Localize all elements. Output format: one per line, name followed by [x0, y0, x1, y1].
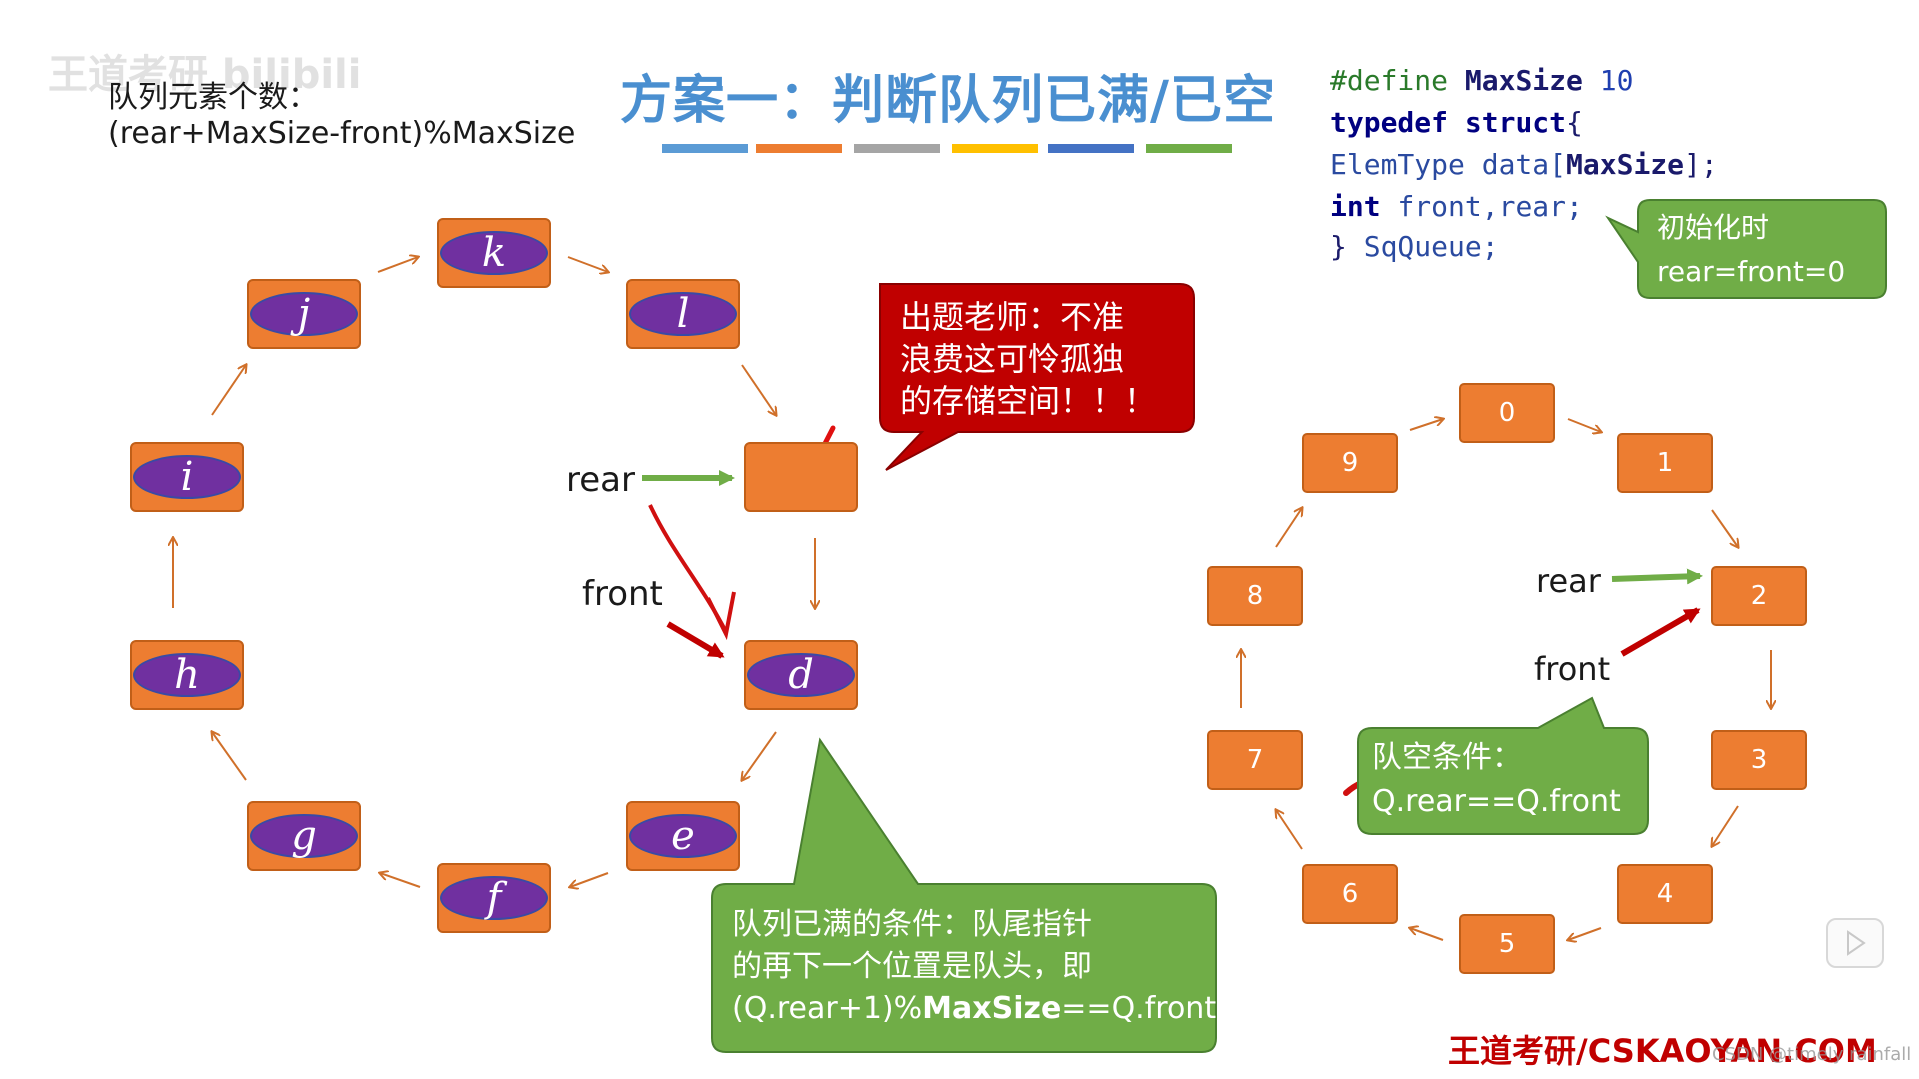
callout-red-line-2: 浪费这可怜孤独	[900, 340, 1125, 378]
right-queue-node-6: 6	[1302, 864, 1398, 924]
callout-red-line-1: 出题老师：不准	[900, 298, 1125, 336]
play-icon	[1847, 930, 1866, 956]
left-queue-element-8: i	[133, 455, 241, 499]
play-button[interactable]	[1826, 918, 1884, 968]
code-line-data: ElemType data[MaxSize];	[1330, 148, 1718, 181]
footer-credit: CSDN @timely rainfall	[1712, 1044, 1912, 1065]
code-data-size: MaxSize	[1566, 148, 1685, 181]
right-queue-node-7: 7	[1207, 730, 1303, 790]
left-queue-element-0: k	[440, 231, 548, 275]
callout-empty-line-1: 队空条件：	[1372, 740, 1522, 775]
left-front-label: front	[582, 574, 663, 614]
title-bar-1	[662, 144, 748, 153]
title-bar-3	[854, 144, 940, 153]
code-line-typedef: typedef struct{	[1330, 106, 1583, 139]
callout-init-text: 初始化时 rear=front=0	[1657, 206, 1845, 294]
callout-full-line-2: 的再下一个位置是队头，即	[732, 949, 1092, 984]
left-queue-node-0: k	[437, 218, 551, 288]
right-queue-node-8: 8	[1207, 566, 1303, 626]
callout-red-line-3: 的存储空间！！！	[900, 382, 1157, 420]
right-queue-node-2: 2	[1711, 566, 1807, 626]
callout-init-shape	[1605, 199, 1887, 299]
code-front-rear: front,rear;	[1397, 190, 1583, 223]
callout-full-expr-b: MaxSize	[922, 991, 1062, 1026]
left-front-arrow	[666, 621, 725, 659]
left-queue-node-4: e	[626, 801, 740, 871]
code-define-keyword: #define	[1330, 64, 1449, 97]
callout-full-line-1: 队列已满的条件：队尾指针	[732, 907, 1092, 942]
right-queue-node-0: 0	[1459, 383, 1555, 443]
callout-init-line-2: rear=front=0	[1657, 255, 1846, 288]
left-queue-node-7: h	[130, 640, 244, 710]
code-elemtype: ElemType	[1330, 148, 1465, 181]
right-ring-arrows	[1241, 419, 1771, 940]
callout-empty-shape	[1357, 696, 1649, 835]
left-queue-empty-slot	[746, 444, 856, 510]
right-queue-node-5: 5	[1459, 914, 1555, 974]
callout-full-line-3: (Q.rear+1)%MaxSize==Q.front	[732, 988, 1216, 1030]
left-queue-node-3: d	[744, 640, 858, 710]
title-bar-6	[1146, 144, 1232, 153]
left-queue-element-7: h	[133, 653, 241, 697]
left-queue-element-5: f	[440, 876, 548, 920]
right-rear-arrow	[1611, 568, 1703, 585]
left-queue-node-5: f	[437, 863, 551, 933]
right-queue-node-9: 9	[1302, 433, 1398, 493]
code-line-int: int front,rear;	[1330, 190, 1583, 223]
code-typedef-keyword: typedef	[1330, 106, 1449, 139]
watermark: 王道考研 bilibili	[48, 52, 362, 98]
right-queue-node-1: 1	[1617, 433, 1713, 493]
code-line-close: } SqQueue;	[1330, 230, 1499, 263]
right-rear-label: rear	[1536, 562, 1601, 600]
callout-full-text: 队列已满的条件：队尾指针 的再下一个位置是队头，即 (Q.rear+1)%Max…	[732, 904, 1216, 1030]
code-close-brace: }	[1330, 230, 1347, 263]
right-queue-node-4: 4	[1617, 864, 1713, 924]
callout-empty-line-2: Q.rear==Q.front	[1372, 784, 1621, 819]
right-front-label: front	[1534, 650, 1611, 688]
right-front-arrow	[1620, 607, 1701, 657]
left-queue-element-3: d	[747, 653, 855, 697]
callout-full-expr-c: ==Q.front	[1061, 991, 1217, 1026]
callout-empty-text: 队空条件： Q.rear==Q.front	[1372, 736, 1621, 824]
callout-red-text: 出题老师：不准 浪费这可怜孤独 的存储空间！！！	[900, 296, 1156, 422]
callout-red-shape	[879, 283, 1195, 471]
formula-label: 队列元素个数：	[108, 80, 318, 115]
left-queue-node-1: l	[626, 279, 740, 349]
code-line-define: #define MaxSize 10	[1330, 64, 1633, 97]
code-define-value: 10	[1599, 64, 1634, 97]
left-queue-node-2	[744, 442, 858, 512]
left-ring-arrows	[173, 257, 815, 887]
footer-brand: 王道考研/CSKAOYAN.COM	[1448, 1032, 1877, 1070]
slide-title: 方案一：判断队列已满/已空	[620, 70, 1276, 131]
right-queue-node-3: 3	[1711, 730, 1807, 790]
title-bar-4	[952, 144, 1038, 153]
title-bar-5	[1048, 144, 1134, 153]
callout-full-shape	[711, 737, 1217, 1053]
left-curved-red-arrow-head	[706, 591, 736, 641]
title-bar-2	[756, 144, 842, 153]
callout-full-expr-a: (Q.rear+1)%	[732, 991, 923, 1026]
left-queue-element-9: j	[250, 292, 358, 336]
code-data-end: ];	[1684, 148, 1718, 181]
code-sqqueue: SqQueue;	[1363, 230, 1499, 263]
callout-init-line-1: 初始化时	[1657, 211, 1770, 244]
left-queue-element-4: e	[629, 814, 737, 858]
formula-expression: (rear+MaxSize-front)%MaxSize	[108, 116, 576, 151]
left-rear-label: rear	[566, 460, 635, 500]
code-data-field: data[	[1481, 148, 1567, 181]
code-define-name: MaxSize	[1464, 64, 1583, 97]
left-queue-node-8: i	[130, 442, 244, 512]
left-queue-element-1: l	[629, 292, 737, 336]
code-int-keyword: int	[1330, 190, 1381, 223]
code-brace-open: {	[1566, 106, 1583, 139]
left-queue-element-6: g	[250, 814, 358, 858]
left-queue-node-6: g	[247, 801, 361, 871]
left-queue-node-9: j	[247, 279, 361, 349]
code-struct-keyword: struct	[1464, 106, 1567, 139]
